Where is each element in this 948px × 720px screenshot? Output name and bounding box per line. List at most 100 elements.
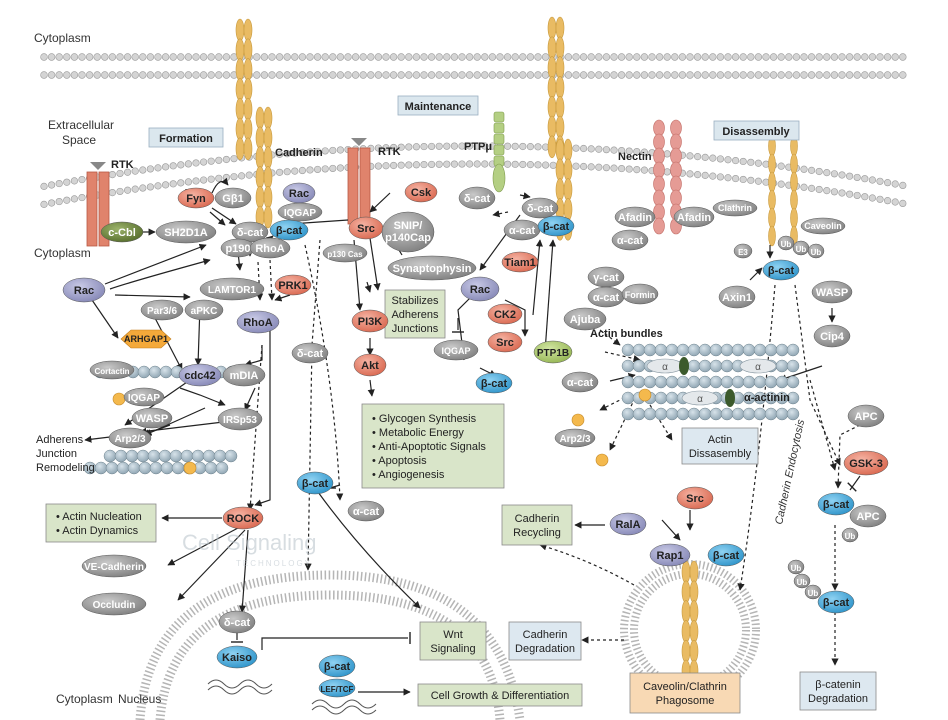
membrane-layer bbox=[40, 53, 907, 720]
node-afadin-1: Afadin bbox=[614, 206, 656, 228]
node-beta-cat-8: β-cat bbox=[318, 654, 356, 678]
node-gamma-cat: γ-cat bbox=[587, 266, 625, 288]
node-iqgap-2: IQGAP bbox=[123, 387, 165, 407]
node-label: Arp2/3 bbox=[559, 434, 591, 445]
node-label: δ-cat bbox=[527, 203, 554, 215]
node-label: LEF/TCF bbox=[321, 685, 354, 694]
actin-nucleation-text: • Actin Nucleation• Actin Dynamics bbox=[56, 511, 142, 537]
label-cadherin-endocytosis: Cadherin Endocytosis bbox=[773, 418, 807, 526]
actin-alpha-label: α bbox=[755, 362, 761, 373]
node-p130cas: p130 Cas bbox=[322, 243, 368, 263]
node-sh2d1a: SH2D1A bbox=[155, 220, 217, 244]
node-afadin-2: Afadin bbox=[673, 206, 715, 228]
cadherin-degradation-box bbox=[508, 621, 582, 661]
node-ptp1b: PTP1B bbox=[533, 340, 573, 364]
node-apkc: aPKC bbox=[184, 299, 224, 321]
node-tiam1: Tiam1 bbox=[501, 251, 539, 273]
actin-alpha-label: α bbox=[697, 394, 703, 405]
node-beta-cat-4: β-cat bbox=[762, 259, 800, 281]
region-cytoplasm-top: Cytoplasm bbox=[34, 31, 91, 45]
node-label: Afadin bbox=[618, 212, 653, 224]
node-label: SNIP/p140Cap bbox=[385, 220, 431, 244]
node-label: α-cat bbox=[509, 225, 536, 237]
node-label: E3 bbox=[738, 248, 748, 257]
node-label: RhoA bbox=[243, 317, 272, 329]
node-label: β-cat bbox=[543, 221, 570, 233]
node-prk1: PRK1 bbox=[274, 274, 312, 296]
node-label: α-cat bbox=[617, 235, 644, 247]
node-label: CK2 bbox=[494, 309, 516, 321]
node-label: Rap1 bbox=[657, 550, 684, 562]
node-label: Par3/6 bbox=[147, 306, 177, 317]
node-alpha-cat-2: α-cat bbox=[611, 229, 649, 251]
node-label: PRK1 bbox=[278, 280, 307, 292]
node-label: SH2D1A bbox=[164, 227, 207, 239]
node-label: cdc42 bbox=[184, 370, 215, 382]
node-label: WASP bbox=[136, 413, 168, 425]
node-label: δ-cat bbox=[237, 227, 264, 239]
node-label: Fyn bbox=[186, 193, 206, 205]
node-rap1: Rap1 bbox=[649, 543, 691, 567]
node-akt: Akt bbox=[353, 353, 387, 377]
node-src-2: Src bbox=[487, 331, 523, 353]
region-space: Space bbox=[62, 133, 96, 147]
node-wasp-2: WASP bbox=[811, 280, 853, 304]
node-ajuba: Ajuba bbox=[563, 307, 607, 331]
node-label: β-cat bbox=[324, 661, 351, 673]
node-label: IQGAP bbox=[441, 346, 470, 356]
node-label: β-cat bbox=[276, 225, 303, 237]
node-wasp-1: WASP bbox=[131, 407, 173, 429]
label-layer: Cytoplasm Extracellular Space Cytoplasm … bbox=[34, 31, 807, 706]
actin-nucleation-box bbox=[45, 503, 157, 543]
node-label: Tiam1 bbox=[504, 257, 536, 269]
node-label: APC bbox=[854, 411, 877, 423]
phase-formation: Formation bbox=[159, 133, 213, 145]
node-label: aPKC bbox=[191, 306, 218, 317]
node-ub-7: Ub bbox=[804, 584, 822, 600]
stabilizes-box bbox=[384, 289, 446, 339]
node-delta-cat-4: δ-cat bbox=[521, 197, 559, 219]
node-gb1: Gβ1 bbox=[214, 187, 252, 209]
region-cytoplasm-left: Cytoplasm bbox=[34, 246, 91, 260]
node-label: γ-cat bbox=[593, 272, 619, 284]
bcat-degradation-box bbox=[799, 671, 877, 711]
node-rac-left: Rac bbox=[62, 277, 106, 303]
node-label: GSK-3 bbox=[849, 458, 883, 470]
node-caveolin: Caveolin bbox=[800, 217, 846, 235]
node-label: RalA bbox=[615, 519, 640, 531]
node-label: Ub bbox=[808, 589, 819, 598]
node-ub-4: Ub bbox=[841, 527, 859, 543]
node-beta-cat-7: β-cat bbox=[296, 471, 334, 495]
glycogen-box bbox=[361, 403, 505, 489]
node-label: Caveolin bbox=[804, 221, 842, 231]
label-nectin: Nectin bbox=[618, 151, 652, 163]
node-label: c-Cbl bbox=[108, 227, 136, 239]
node-label: β-cat bbox=[713, 550, 740, 562]
node-pi3k: PI3K bbox=[351, 309, 389, 333]
node-label: Ub bbox=[845, 532, 856, 541]
node-irsp53: IRSp53 bbox=[217, 407, 263, 431]
edge-layer bbox=[84, 177, 861, 696]
node-label: Ub bbox=[797, 578, 808, 587]
node-beta-cat-2: β-cat bbox=[537, 215, 575, 237]
label-ptp: PTPμ bbox=[464, 141, 492, 153]
node-rala: RalA bbox=[609, 512, 647, 536]
node-label: Cortactin bbox=[94, 367, 129, 376]
node-delta-cat-3: δ-cat bbox=[458, 186, 496, 210]
label-actin-bundles: Actin bundles bbox=[590, 328, 663, 340]
node-delta-cat-2: δ-cat bbox=[291, 342, 329, 364]
node-occludin: Occludin bbox=[81, 592, 147, 616]
node-arp23-2: Arp2/3 bbox=[554, 428, 596, 448]
node-csk: Csk bbox=[404, 181, 438, 203]
watermark-line1: Cell Signaling bbox=[182, 530, 317, 555]
